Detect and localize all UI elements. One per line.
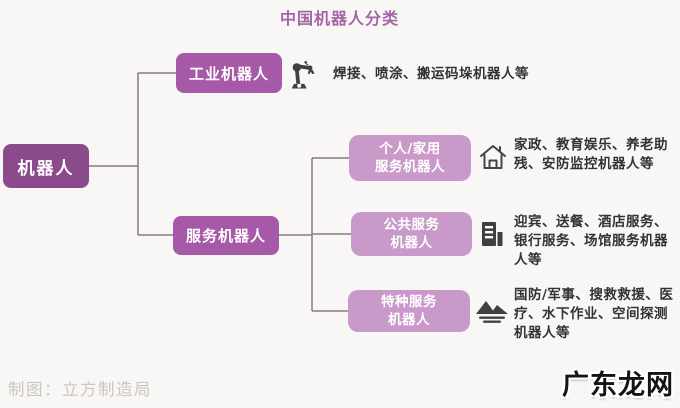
personal-household-robot-description: 家政、教育娱乐、养老助残、安防监控机器人等 (514, 137, 668, 172)
node-public-service-robot: 公共服务 机器人 (351, 212, 472, 256)
node-special-label-line2: 机器人 (388, 312, 430, 328)
node-public-label-line1: 公共服务 (383, 216, 440, 233)
node-special-label-line1: 特种服务 (381, 293, 437, 310)
node-service-robot-label: 服务机器人 (185, 227, 266, 245)
building-icon (477, 219, 505, 249)
node-industrial-robot: 工业机器人 (176, 53, 282, 93)
node-robot-root-label: 机器人 (17, 158, 75, 179)
node-robot-root: 机器人 (3, 144, 89, 188)
chart-credit: 制图：立方制造局 (8, 380, 152, 399)
node-personal-household-service-robot: 个人/家用 服务机器人 (349, 135, 471, 181)
node-industrial-robot-label: 工业机器人 (188, 64, 269, 83)
node-special-service-robot: 特种服务 机器人 (348, 290, 470, 332)
site-watermark: 广东龙网 (562, 370, 674, 401)
industrial-robot-description: 焊接、喷涂、搬运码垛机器人等 (333, 66, 529, 82)
node-public-label-line2: 机器人 (390, 235, 433, 251)
mountain-icon (474, 297, 510, 324)
public-service-robot-description: 迎宾、送餐、酒店服务、银行服务、场馆服务机器人等 (514, 214, 668, 268)
node-service-robot: 服务机器人 (173, 216, 279, 255)
node-personal-household-label: 个人/家用 服务机器人 (375, 140, 445, 176)
robot-arm-icon (287, 57, 317, 90)
node-personal-label-line1: 个人/家用 (379, 140, 441, 157)
node-public-service-label: 公共服务 机器人 (384, 216, 440, 252)
node-personal-label-line2: 服务机器人 (375, 159, 445, 175)
house-icon (478, 142, 508, 172)
diagram-title: 中国机器人分类 (280, 9, 400, 28)
special-service-robot-description: 国防/军事、搜救救援、医疗、水下作业、空间探测机器人等 (514, 287, 674, 341)
node-special-service-label: 特种服务 机器人 (381, 293, 437, 329)
